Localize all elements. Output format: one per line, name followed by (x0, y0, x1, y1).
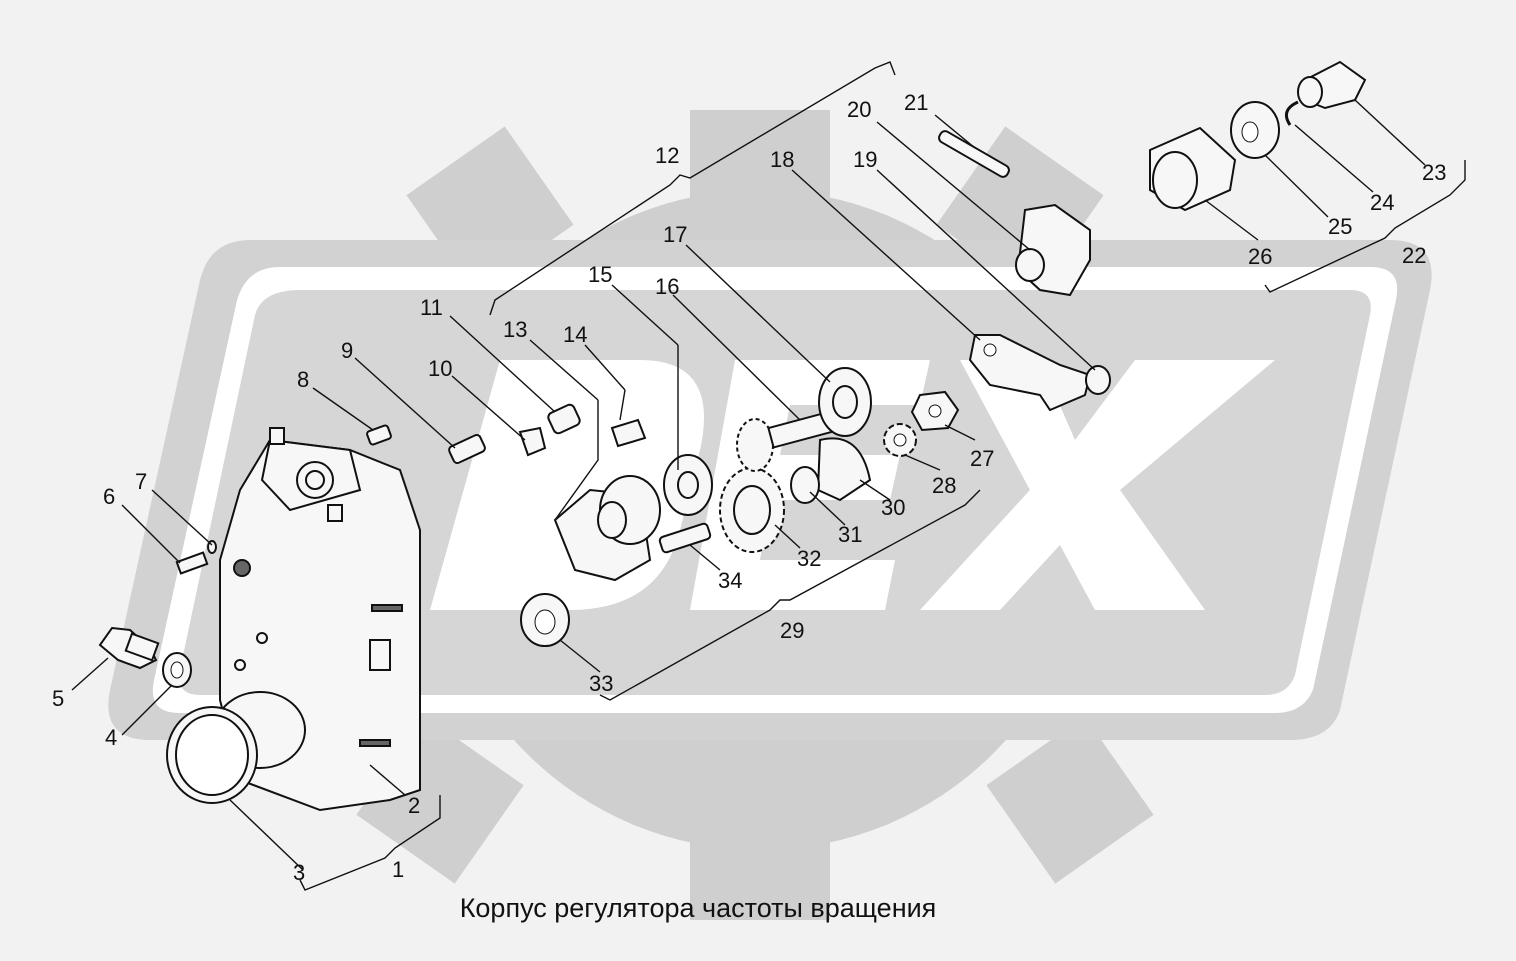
weight-carrier-part (818, 367, 872, 437)
nut-part (910, 390, 960, 432)
spur-gear-part (719, 467, 785, 553)
plug-screw-part (448, 433, 486, 465)
dowel-pin-part (366, 424, 392, 446)
callout-7: 7 (135, 469, 147, 494)
group-brace-22 (1264, 160, 1466, 293)
group-brace-12 (489, 61, 896, 316)
callout-25: 25 (1328, 214, 1352, 239)
callout-18: 18 (770, 147, 794, 172)
group-brace-1 (299, 795, 441, 891)
callout-4: 4 (105, 725, 117, 750)
seal-ring-part (166, 691, 306, 804)
callout-8: 8 (297, 367, 309, 392)
callout-14: 14 (563, 322, 587, 347)
callout-32: 32 (797, 546, 821, 571)
flange-sleeve-part (553, 475, 661, 582)
axle-pin-part (938, 130, 1010, 178)
callout-6: 6 (103, 484, 115, 509)
lever-part (968, 334, 1111, 412)
flyweight-part (790, 437, 872, 504)
callout-16: 16 (655, 274, 679, 299)
callout-28: 28 (932, 473, 956, 498)
key-part (610, 418, 647, 448)
diagram-caption: Корпус регулятора частоты вращения (459, 893, 937, 923)
callout-34: 34 (718, 568, 742, 593)
star-washer-part (883, 423, 917, 457)
ball-bearing-part (663, 454, 713, 516)
callout-20: 20 (847, 97, 871, 122)
cap-nut-part (1149, 126, 1237, 212)
group-brace-29 (599, 489, 981, 701)
callout-3: 3 (293, 860, 305, 885)
callout-numbers: 1 2 3 4 5 6 7 8 9 10 11 12 13 14 15 16 1… (52, 90, 1446, 885)
sealing-washer-part (1230, 101, 1280, 159)
callout-1: 1 (392, 857, 404, 882)
callout-22: 22 (1402, 243, 1426, 268)
callout-12: 12 (655, 143, 679, 168)
callout-17: 17 (663, 222, 687, 247)
gear-shaft-part (736, 411, 833, 472)
plug-part (1297, 60, 1367, 110)
bolt-part (98, 626, 160, 670)
shaft-bolt-part (658, 522, 712, 554)
callout-19: 19 (853, 147, 877, 172)
callout-33: 33 (589, 671, 613, 696)
bracket-part (1015, 203, 1091, 297)
bushing-part (520, 593, 570, 647)
callout-30: 30 (881, 495, 905, 520)
callout-21: 21 (904, 90, 928, 115)
callout-13: 13 (503, 317, 527, 342)
lock-plate-part (518, 426, 547, 457)
callout-26: 26 (1248, 244, 1272, 269)
fitting-part (547, 403, 581, 435)
callout-29: 29 (780, 618, 804, 643)
callout-2: 2 (408, 793, 420, 818)
snap-ring-part (1284, 100, 1299, 126)
leader-lines (71, 99, 1426, 871)
washer-part (162, 652, 192, 688)
callout-15: 15 (588, 262, 612, 287)
callout-10: 10 (428, 356, 452, 381)
callout-24: 24 (1370, 190, 1394, 215)
callout-9: 9 (341, 338, 353, 363)
callout-11: 11 (420, 295, 443, 320)
callout-5: 5 (52, 686, 64, 711)
callout-23: 23 (1422, 160, 1446, 185)
callout-27: 27 (970, 446, 994, 471)
callout-31: 31 (838, 522, 862, 547)
